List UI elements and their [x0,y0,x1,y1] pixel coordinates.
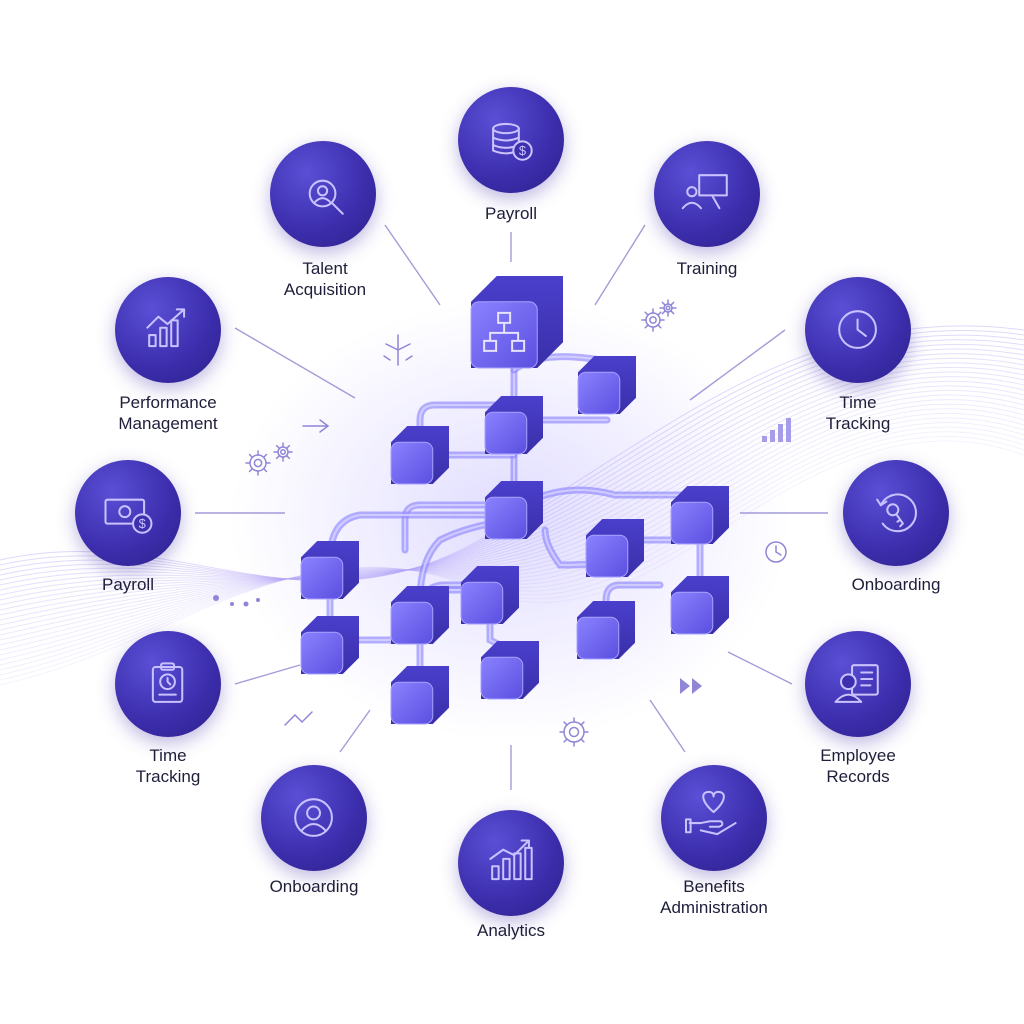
search-user-icon [309,180,345,216]
arrow-right-icon [302,419,330,433]
benefits-administration-connector [649,699,686,753]
growth-chart-icon [146,308,186,348]
decorative-icons [213,299,791,747]
database-dollar-icon: $ [492,123,534,162]
hand-heart-icon [685,791,738,836]
network-cubes [300,276,729,725]
employee-records-connector [727,651,793,685]
training-label: Training [676,259,738,278]
gear-icon [641,308,665,332]
time-tracking-left-label: Time Tracking [135,746,201,786]
talent-acquisition-node[interactable] [270,141,376,247]
network-cube [670,486,729,545]
onboarding-bottom-connector [339,709,371,753]
gear-icon [273,442,293,462]
branch-arrows-icon [383,334,413,366]
svg-text:$: $ [519,144,526,159]
analytics-label: Analytics [476,921,546,940]
network-cube [480,641,539,700]
trend-line-icon [284,711,313,726]
clipboard-clock-icon [152,662,184,704]
onboarding-bottom-node[interactable] [261,765,367,871]
talent-acquisition-label: Talent Acquisition [283,259,367,299]
clock-icon [838,310,878,350]
payroll-left-label: Payroll [102,575,154,594]
employee-records-label: Employee Records [820,746,896,786]
gear-icon [559,717,589,747]
onboarding-bottom-label: Onboarding [269,877,359,896]
onboarding-right-label: Onboarding [851,575,941,594]
network-cube [390,426,449,485]
payroll-top-label: Payroll [485,204,537,223]
network-cube [390,666,449,725]
bar-chart-icon [489,839,534,881]
network-cube [460,566,519,625]
time-tracking-right-label: Time Tracking [825,393,891,433]
training-connector [594,224,646,306]
time-tracking-right-node[interactable] [805,277,911,383]
cash-icon: $ [104,499,153,535]
network-cube [300,616,359,675]
gear-icon [659,299,677,317]
network-pipe-highlight [404,504,515,551]
network-cube [390,586,449,645]
payroll-top-node[interactable]: $ [458,87,564,193]
user-circle-icon [294,798,334,838]
key-cycle-icon [876,493,918,533]
training-node[interactable] [654,141,760,247]
dots-icon [213,595,260,607]
benefits-administration-node[interactable] [661,765,767,871]
time-tracking-left-node[interactable] [115,631,221,737]
benefits-administration-label: Benefits Administration [660,877,768,917]
employee-records-node[interactable] [805,631,911,737]
time-tracking-right-connector [689,329,786,401]
org-chart-hub-cube [470,276,563,369]
org-chart-icon [483,311,526,352]
bar-chart-icon [762,418,791,442]
network-pipe-highlight [605,584,661,626]
network-cube [670,576,729,635]
network-cube [577,356,636,415]
performance-management-label: Performance Management [118,393,218,433]
analytics-node[interactable] [458,810,564,916]
network-cube [585,519,644,578]
payroll-left-node[interactable]: $ [75,460,181,566]
talent-acquisition-connector [384,224,441,306]
onboarding-right-node[interactable] [843,460,949,566]
network-cube [484,396,543,455]
id-card-icon [834,664,880,704]
performance-management-connector [234,327,356,399]
network-pipe-highlight [419,404,515,451]
gear-icon [245,450,271,476]
connector-lines [195,224,828,790]
performance-management-node[interactable] [115,277,221,383]
network-cube [576,601,635,660]
time-tracking-left-connector [234,664,301,685]
presentation-icon [682,174,729,210]
svg-text:$: $ [139,517,146,532]
fast-forward-icon [680,678,702,694]
network-cube [300,541,359,600]
clock-icon [765,541,787,563]
network-cube [484,481,543,540]
